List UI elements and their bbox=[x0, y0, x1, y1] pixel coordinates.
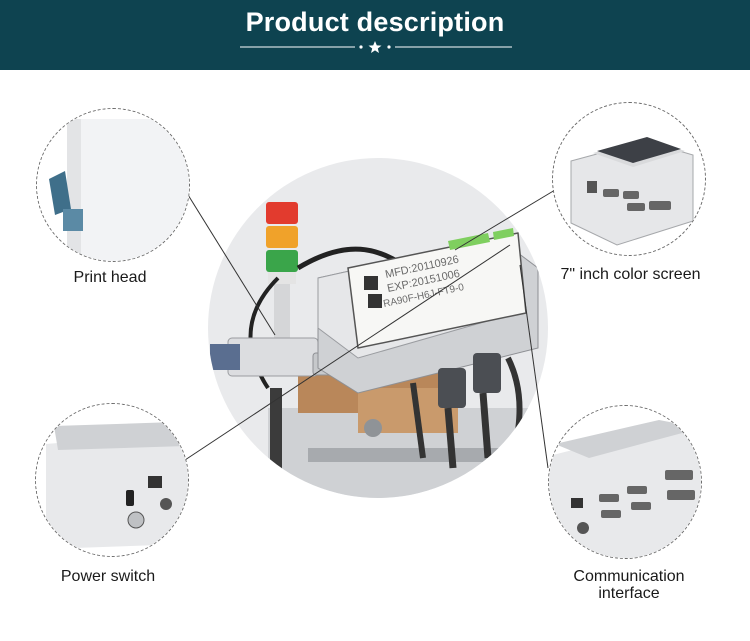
communication-interface-image bbox=[549, 406, 701, 558]
power-switch-label: Power switch bbox=[60, 568, 156, 585]
star-icon bbox=[368, 41, 382, 53]
green-light bbox=[266, 250, 298, 272]
amber-light bbox=[266, 226, 298, 248]
switch-icon bbox=[126, 490, 134, 506]
red-light bbox=[266, 202, 298, 224]
print-head-image bbox=[37, 109, 189, 261]
communication-interface-label-line2: interface bbox=[598, 585, 660, 602]
communication-interface-callout bbox=[548, 405, 702, 559]
color-screen-label: 7" inch color screen bbox=[560, 266, 701, 283]
qr-code-icon-2 bbox=[368, 294, 382, 308]
communication-interface-label-line1: Communication bbox=[573, 568, 685, 585]
color-screen-callout bbox=[552, 102, 706, 256]
power-switch-callout bbox=[35, 403, 189, 557]
power-switch-image bbox=[36, 404, 188, 556]
page-title: Product description bbox=[245, 7, 505, 37]
qr-code-icon bbox=[364, 276, 378, 290]
title-divider bbox=[240, 41, 512, 53]
communication-interface-label: Communication interface bbox=[549, 568, 709, 602]
print-head-callout bbox=[36, 108, 190, 262]
header-banner: Product description bbox=[0, 0, 750, 70]
print-head-label: Print head bbox=[73, 269, 147, 286]
color-screen-image bbox=[570, 137, 694, 246]
